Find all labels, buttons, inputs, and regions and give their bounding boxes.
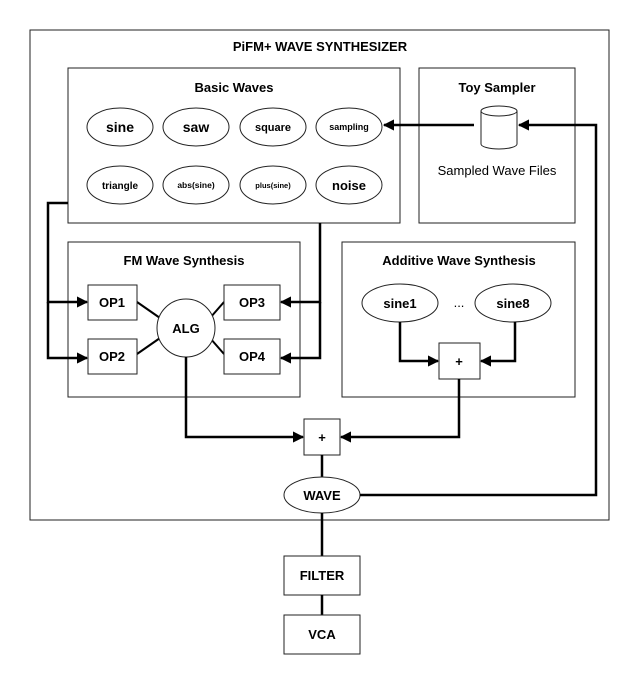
- vca-box: [283, 614, 361, 655]
- wave-node-noise: [315, 165, 383, 205]
- filter-label: FILTER: [300, 568, 345, 583]
- sine8-label: sine8: [496, 296, 529, 311]
- op1-connector: [136, 301, 161, 319]
- wave-feedback-wire: [360, 119, 598, 497]
- op2-label: OP2: [99, 349, 125, 364]
- wave-label-square: square: [255, 122, 291, 134]
- wave-label-sampling: sampling: [329, 122, 369, 132]
- waves-to-op4-wire: [279, 302, 322, 364]
- additive-synthesis-panel: Additive Wave Synthesis sine1 ... sine8 …: [341, 241, 576, 398]
- cylinder-database-icon: [480, 105, 518, 150]
- wave-node-plus-sine: [239, 165, 307, 205]
- alg-to-mixer-wire: [184, 357, 305, 443]
- op3-label: OP3: [239, 295, 265, 310]
- wave-label-noise: noise: [332, 178, 366, 193]
- toy-sampler-panel: Toy Sampler Sampled Wave Files: [418, 67, 576, 224]
- wave-node-sine: [86, 107, 154, 147]
- toy-sampler-caption: Sampled Wave Files: [438, 163, 557, 178]
- op4-label: OP4: [239, 349, 266, 364]
- wave-label-saw: saw: [183, 119, 210, 135]
- op4-box: [223, 338, 281, 375]
- op1-box: [87, 284, 138, 321]
- additive-to-mixer-wire: [339, 379, 461, 443]
- sine1-label: sine1: [383, 296, 416, 311]
- wave-label-triangle: triangle: [102, 181, 139, 192]
- sine1-to-sum-wire: [398, 322, 440, 367]
- fm-synthesis-panel: FM Wave Synthesis OP1 OP2 OP3 OP4 ALG: [67, 241, 301, 398]
- sine8-to-sum-wire: [479, 322, 517, 367]
- sine8-node: [474, 283, 552, 323]
- waves-to-op2-wire: [46, 302, 89, 364]
- wave-node-triangle: [86, 165, 154, 205]
- mixer-sum-label: +: [318, 430, 326, 445]
- wave-node-square: [239, 107, 307, 147]
- synthesizer-title: PiFM+ WAVE SYNTHESIZER: [233, 39, 408, 54]
- op2-connector: [136, 337, 161, 355]
- basic-waves-title: Basic Waves: [194, 80, 273, 95]
- vca-label: VCA: [308, 627, 336, 642]
- op2-box: [87, 338, 138, 375]
- op1-label: OP1: [99, 295, 125, 310]
- wave-node-sampling: [315, 107, 383, 147]
- additive-sum-label: +: [455, 354, 463, 369]
- waves-to-op1-wire: [46, 201, 89, 308]
- wave-output-label: WAVE: [303, 488, 341, 503]
- additive-synthesis-title: Additive Wave Synthesis: [382, 253, 535, 268]
- sine-ellipsis: ...: [454, 295, 465, 310]
- fm-synthesis-title: FM Wave Synthesis: [124, 253, 245, 268]
- additive-sum-box: [438, 342, 481, 380]
- wave-node-saw: [162, 107, 230, 147]
- wave-label-sine: sine: [106, 119, 134, 135]
- basic-waves-panel: Basic Waves sine saw square sampling tri…: [67, 67, 401, 224]
- wave-label-plus-sine: plus(sine): [255, 181, 291, 190]
- wave-node-abs-sine: [162, 165, 230, 205]
- wave-label-abs-sine: abs(sine): [177, 180, 214, 190]
- alg-label: ALG: [172, 321, 199, 336]
- filter-box: [283, 555, 361, 596]
- toy-sampler-title: Toy Sampler: [458, 80, 535, 95]
